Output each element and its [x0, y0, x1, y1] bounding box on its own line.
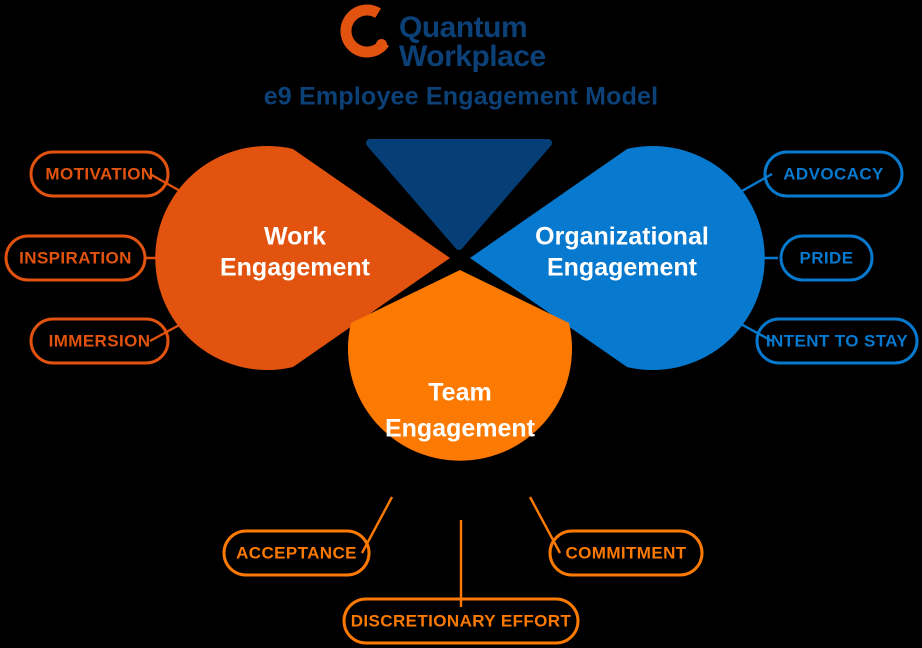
center-navy-triangle — [366, 139, 552, 250]
immersion-label: IMMERSION — [49, 331, 151, 350]
pride-pill-outline — [779, 234, 874, 282]
quantum-q-ring-icon — [340, 4, 394, 58]
organizational-engagement-label-line1: Organizational — [535, 223, 709, 251]
page-title: e9 Employee Engagement Model — [264, 83, 659, 111]
quantum-workplace-logo: Quantum Workplace — [340, 4, 546, 73]
logo-wordmark-line2: Workplace — [399, 40, 546, 73]
acceptance-pill-outline — [222, 529, 371, 577]
driver-pill-pride[interactable]: PRIDE — [779, 234, 874, 282]
intent-to-stay-pill-outline — [755, 317, 919, 365]
motivation-label: MOTIVATION — [45, 164, 153, 183]
intent-to-stay-label: INTENT TO STAY — [766, 331, 909, 350]
driver-pill-acceptance[interactable]: ACCEPTANCE — [222, 529, 371, 577]
driver-pill-commitment[interactable]: COMMITMENT — [548, 529, 704, 577]
driver-pill-advocacy[interactable]: ADVOCACY — [763, 150, 904, 198]
advocacy-label: ADVOCACY — [783, 164, 884, 183]
organizational-engagement-label-line2: Engagement — [547, 254, 698, 282]
driver-pill-discretionary-effort[interactable]: DISCRETIONARY EFFORT — [342, 597, 580, 645]
motivation-pill-outline — [29, 150, 170, 198]
inspiration-pill-outline — [4, 234, 147, 282]
advocacy-pill-outline — [763, 150, 904, 198]
team-engagement-teardrop — [348, 270, 572, 461]
pride-label: PRIDE — [800, 248, 854, 267]
driver-pill-immersion[interactable]: IMMERSION — [29, 317, 170, 365]
commitment-pill-outline — [548, 529, 704, 577]
connector-commitment — [528, 496, 562, 554]
work-engagement-label-line1: Work — [264, 223, 326, 251]
petal-team-engagement[interactable]: Team Engagement — [348, 270, 572, 461]
petal-work-engagement[interactable]: Work Engagement — [155, 146, 450, 370]
discretionary-effort-pill-outline — [342, 597, 580, 645]
work-engagement-label-line2: Engagement — [220, 254, 371, 282]
acceptance-label: ACCEPTANCE — [236, 543, 357, 562]
inspiration-label: INSPIRATION — [19, 248, 132, 267]
driver-pill-intent-to-stay[interactable]: INTENT TO STAY — [755, 317, 919, 365]
team-engagement-label-line1: Team — [428, 379, 491, 407]
commitment-label: COMMITMENT — [565, 543, 686, 562]
discretionary-effort-label: DISCRETIONARY EFFORT — [351, 611, 572, 630]
driver-pill-motivation[interactable]: MOTIVATION — [29, 150, 170, 198]
work-engagement-teardrop — [155, 146, 450, 370]
organizational-engagement-teardrop — [470, 146, 765, 370]
petal-organizational-engagement[interactable]: Organizational Engagement — [470, 146, 765, 370]
immersion-pill-outline — [29, 317, 170, 365]
driver-pill-inspiration[interactable]: INSPIRATION — [4, 234, 147, 282]
logo-wordmark-line1: Quantum — [399, 11, 527, 44]
team-engagement-label-line2: Engagement — [385, 415, 536, 443]
